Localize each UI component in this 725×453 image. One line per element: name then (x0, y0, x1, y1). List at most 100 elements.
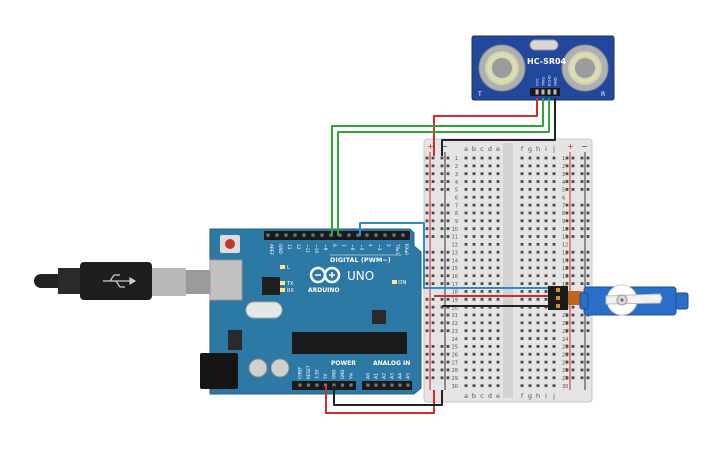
breadboard-hole (496, 203, 500, 207)
wire-5v-red[interactable] (325, 386, 435, 414)
digital-pin[interactable] (338, 233, 342, 237)
power-pin[interactable] (323, 383, 328, 387)
analog-pin[interactable] (390, 383, 394, 387)
breadboard-hole (552, 211, 556, 215)
digital-pin[interactable] (374, 233, 378, 237)
rail-hole (571, 352, 575, 356)
rail-hole (580, 188, 584, 191)
digital-pin[interactable] (311, 233, 315, 237)
breadboard-hole (496, 329, 500, 333)
breadboard-hole (480, 376, 484, 380)
digital-pin[interactable] (383, 233, 387, 237)
power-pin[interactable] (340, 383, 345, 387)
breadboard-hole (464, 384, 468, 388)
sensor-pins (535, 89, 557, 95)
digital-pin[interactable] (347, 233, 351, 237)
sensor-pin[interactable] (535, 89, 539, 95)
rail-hole (431, 345, 435, 348)
digital-pin[interactable] (275, 233, 279, 237)
column-label: d (488, 392, 492, 400)
breadboard-hole (528, 227, 532, 231)
row-number-left: 8 (455, 211, 458, 217)
rail-hole (446, 329, 450, 333)
rail-hole (431, 282, 435, 285)
rail-hole (586, 211, 590, 215)
rail-hole (565, 368, 569, 372)
digital-pin[interactable] (365, 233, 369, 237)
breadboard-hole (536, 329, 540, 333)
breadboard-hole (496, 360, 500, 364)
breadboard-hole (552, 321, 556, 325)
wire-echo-green[interactable] (337, 98, 550, 236)
power-pin[interactable] (332, 383, 336, 387)
power-pin[interactable] (349, 383, 353, 387)
rail-hole (440, 313, 444, 317)
analog-pin[interactable] (374, 383, 378, 387)
rail-hole (580, 172, 584, 176)
rail-hole (571, 227, 575, 231)
breadboard-hole (536, 297, 540, 301)
digital-pin[interactable] (266, 233, 270, 237)
digital-pin[interactable] (392, 233, 396, 237)
digital-label: DIGITAL (PWM~) (330, 256, 391, 264)
power-pin-label: IOREF (298, 366, 303, 379)
rail-hole (425, 211, 429, 215)
breadboard-hole (520, 266, 524, 270)
rail-hole (440, 352, 444, 356)
wire-gnd-black-bottom[interactable] (333, 386, 443, 406)
breadboard-hole (520, 258, 524, 262)
arduino-model-label: UNO (347, 269, 374, 283)
rail-hole (440, 282, 444, 285)
breadboard-hole (552, 376, 556, 380)
reset-button[interactable] (220, 235, 240, 253)
breadboard-hole (544, 360, 548, 364)
digital-pin[interactable] (293, 233, 297, 237)
breadboard-hole (520, 329, 524, 333)
rail-hole (431, 156, 435, 160)
breadboard-hole (496, 250, 500, 254)
analog-pin[interactable] (382, 383, 386, 387)
power-pin[interactable] (315, 383, 319, 387)
rail-hole (586, 172, 590, 176)
breadboard-hole (544, 180, 548, 183)
sensor-pin[interactable] (541, 89, 545, 95)
analog-pin[interactable] (406, 383, 410, 387)
row-number-right: 30 (562, 384, 568, 390)
sensor-pin[interactable] (553, 89, 557, 95)
wire-servo-signal-blue[interactable] (359, 222, 548, 289)
wire-vcc-red[interactable] (433, 98, 538, 156)
analog-pin[interactable] (366, 383, 370, 387)
row-number-left: 11 (452, 235, 458, 241)
rail-hole (425, 313, 429, 317)
digital-pin[interactable] (302, 233, 306, 237)
breadboard-hole (536, 345, 540, 348)
breadboard-hole (472, 360, 476, 364)
breadboard-hole (480, 235, 484, 238)
rail-hole (571, 360, 575, 364)
breadboard-hole (552, 203, 556, 207)
digital-pin[interactable] (356, 233, 360, 237)
column-label: c (480, 392, 484, 400)
wire-trig-green[interactable] (331, 98, 544, 236)
breadboard-hole (520, 360, 524, 364)
wire-gnd-black[interactable] (441, 98, 556, 156)
analog-pin[interactable] (398, 383, 402, 387)
breadboard-hole (544, 305, 548, 309)
digital-pin[interactable] (284, 233, 288, 237)
breadboard-hole (544, 188, 548, 191)
digital-pin[interactable] (320, 233, 324, 237)
breadboard-hole (544, 321, 548, 325)
sensor-pin[interactable] (547, 89, 551, 95)
rail-hole (431, 172, 435, 176)
rail-hole (571, 203, 575, 207)
breadboard-hole (488, 321, 492, 325)
rail-hole (586, 203, 590, 207)
row-number-right: 13 (562, 250, 568, 256)
power-pin[interactable] (306, 383, 311, 387)
rail-hole (571, 368, 575, 372)
digital-pin[interactable] (401, 233, 405, 237)
column-label: c (480, 145, 484, 153)
power-pin[interactable] (298, 383, 302, 387)
breadboard-hole (528, 258, 532, 262)
